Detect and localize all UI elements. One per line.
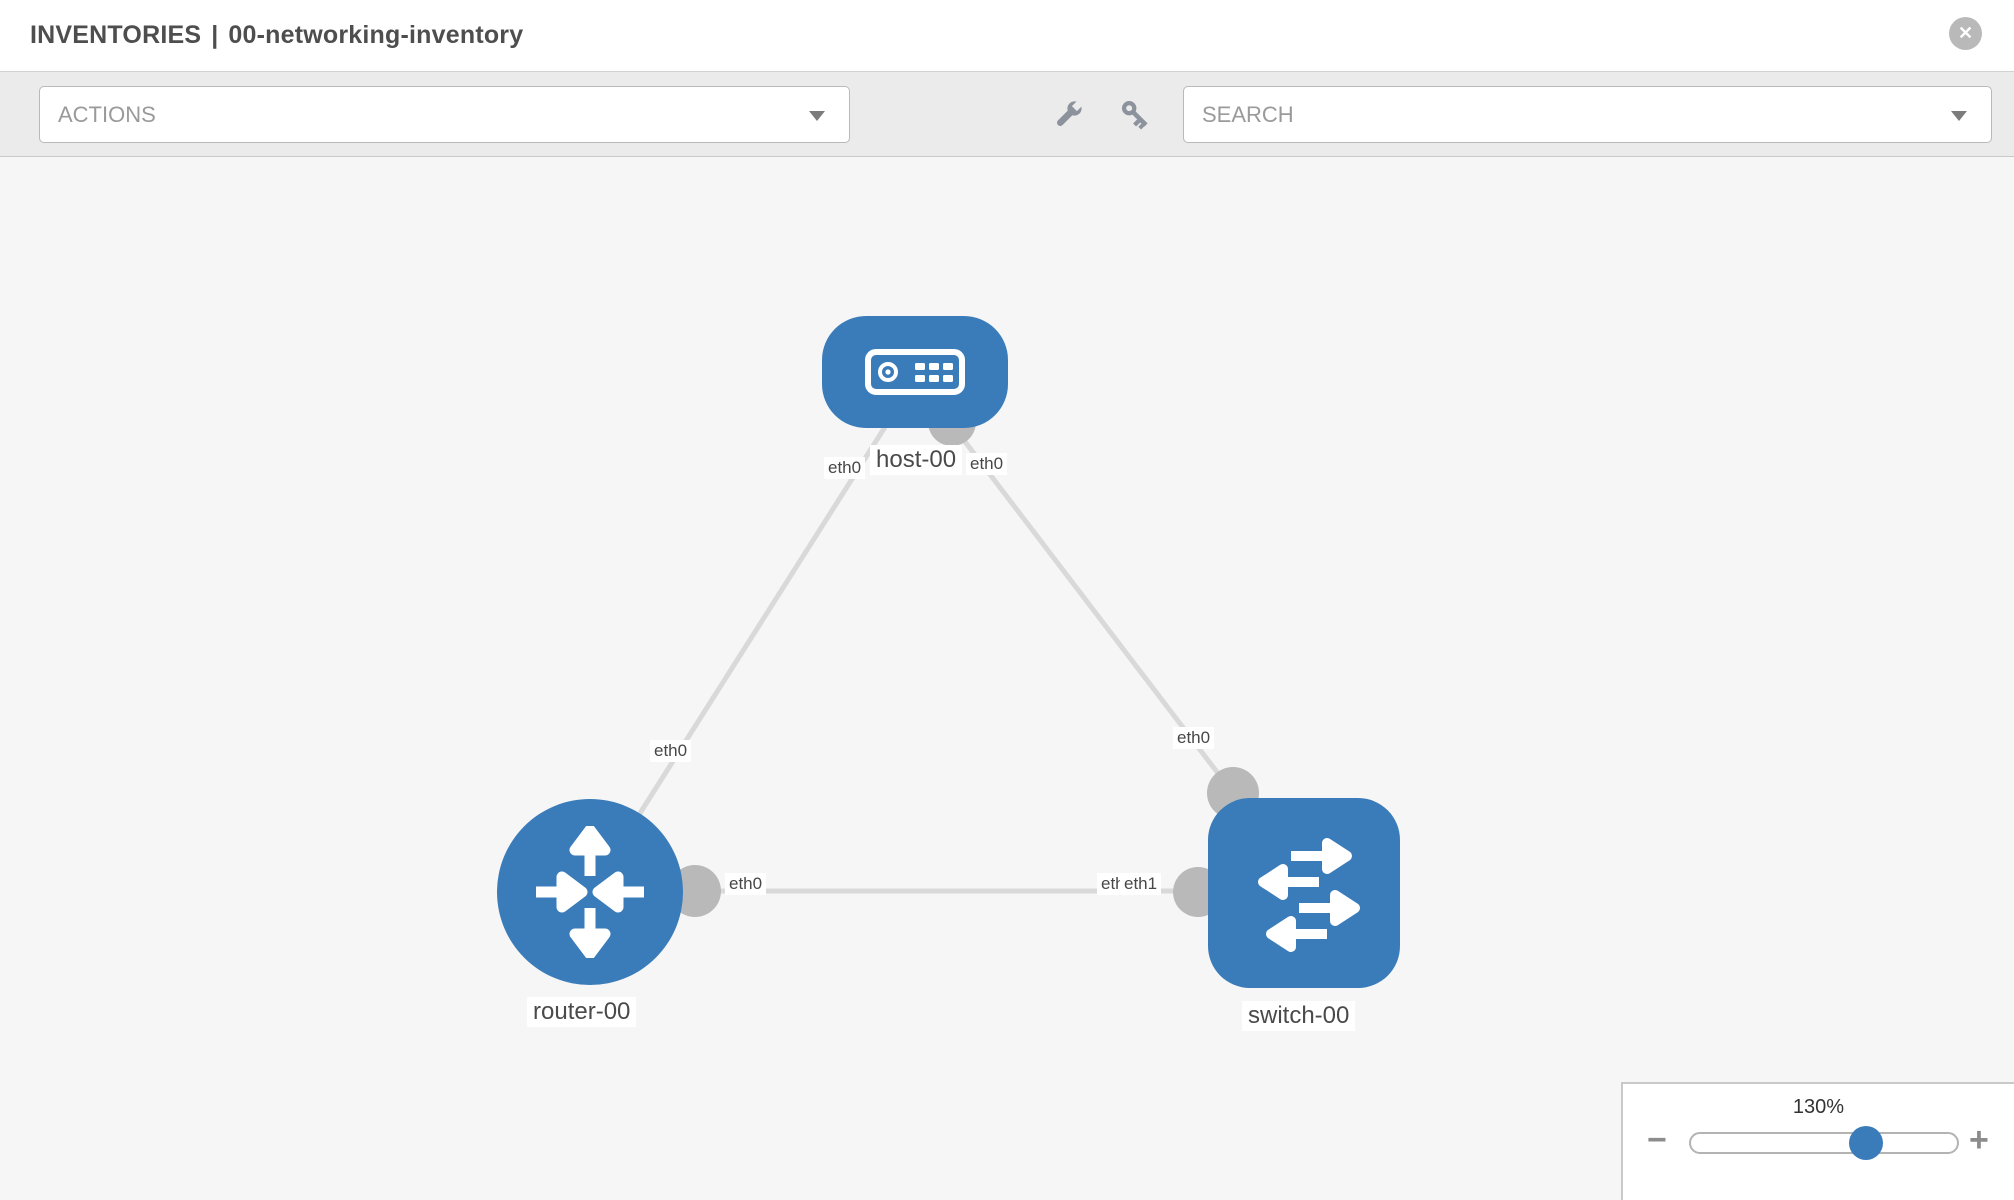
- search-placeholder: SEARCH: [1202, 102, 1294, 127]
- node-label-router: router-00: [527, 997, 637, 1027]
- interface-label-router-eth0-uplink: eth0: [650, 740, 692, 762]
- key-icon[interactable]: [1119, 98, 1153, 132]
- router-icon: [536, 826, 644, 958]
- page-title: INVENTORIES | 00-networking-inventory: [30, 0, 523, 71]
- zoom-level-label: 130%: [1792, 1096, 1845, 1118]
- toolbar: ACTIONS SEARCH: [0, 71, 2014, 157]
- edges-layer: [587, 398, 1259, 917]
- zoom-slider-thumb[interactable]: [1849, 1126, 1883, 1160]
- interface-label-switch-eth0: eth0: [1173, 727, 1215, 749]
- chevron-down-icon: [1951, 111, 1967, 121]
- switch-icon: [1258, 838, 1360, 952]
- interface-label-host-eth0-left: eth0: [824, 457, 866, 479]
- breadcrumb-separator: |: [211, 21, 219, 49]
- zoom-slider-track[interactable]: [1689, 1126, 1959, 1160]
- close-icon[interactable]: ✕: [1949, 17, 1982, 50]
- interface-label-host-eth0-right: eth0: [966, 453, 1008, 475]
- search-dropdown[interactable]: SEARCH: [1183, 86, 1992, 143]
- topology-canvas[interactable]: host-00 router-00 switch-00 eth0 eth0 et…: [0, 157, 2014, 1200]
- node-host-00[interactable]: [822, 316, 1008, 428]
- node-label-switch: switch-00: [1242, 1001, 1356, 1031]
- node-label-host: host-00: [870, 445, 963, 475]
- zoom-out-button[interactable]: −: [1647, 1121, 1667, 1159]
- chevron-down-icon: [809, 111, 825, 121]
- breadcrumb-section: INVENTORIES: [30, 21, 202, 49]
- interface-label-router-eth0: eth0: [725, 873, 767, 895]
- node-router-00[interactable]: [497, 799, 683, 985]
- interface-label-switch-eth1: eth1: [1120, 873, 1162, 895]
- inventory-name: 00-networking-inventory: [228, 21, 524, 49]
- actions-dropdown[interactable]: ACTIONS: [39, 86, 850, 143]
- wrench-icon[interactable]: [1051, 98, 1085, 132]
- header-bar: INVENTORIES | 00-networking-inventory ✕: [0, 0, 2014, 71]
- actions-dropdown-label: ACTIONS: [58, 102, 156, 127]
- zoom-in-button[interactable]: +: [1969, 1121, 1989, 1159]
- node-switch-00[interactable]: [1208, 798, 1400, 988]
- host-icon: [865, 349, 965, 395]
- zoom-control-panel: 130% − +: [1621, 1082, 2014, 1200]
